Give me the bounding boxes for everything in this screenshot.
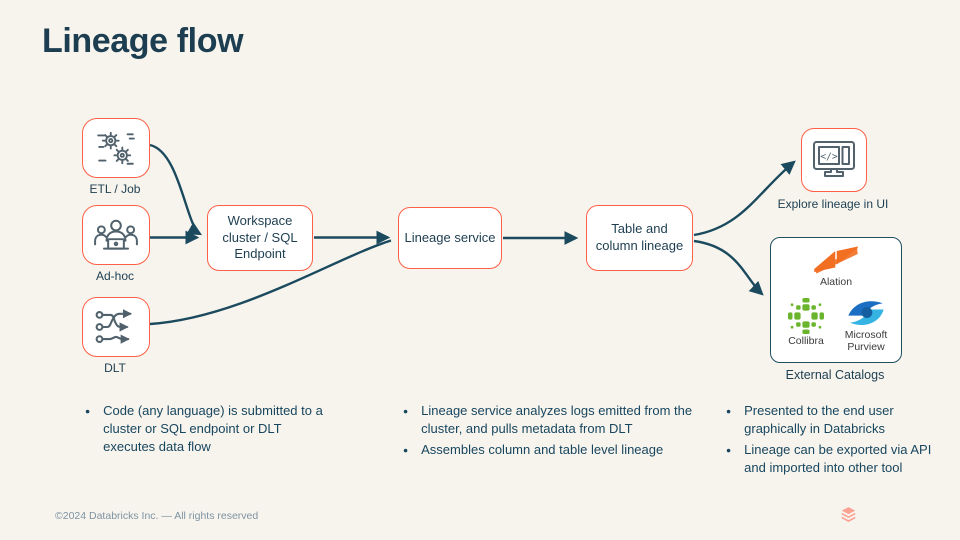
- monitor-code-icon: </>: [813, 141, 855, 177]
- external-catalogs-box: Alation Collibra: [770, 237, 902, 363]
- adhoc-box: [82, 205, 150, 265]
- bullets-column-3: Presented to the end user graphically in…: [726, 402, 954, 477]
- purview-label: Microsoft Purview: [844, 329, 888, 354]
- databricks-logo-icon: [841, 507, 856, 522]
- people-laptop-icon: [94, 219, 138, 250]
- arrow-table-to-explore: [693, 160, 796, 237]
- bullet-item: Assembles column and table level lineage: [403, 441, 698, 459]
- dlt-box: [82, 297, 150, 357]
- table-column-lineage-box: Table and column lineage: [586, 205, 693, 271]
- code-glyph: </>: [820, 152, 837, 163]
- workspace-cluster-box: Workspace cluster / SQL Endpoint: [207, 205, 313, 271]
- bullet-text: Presented to the end user graphically in…: [744, 403, 894, 436]
- etl-job-label: ETL / Job: [89, 182, 141, 196]
- explore-lineage-label: Explore lineage in UI: [777, 197, 889, 211]
- gears-icon: [97, 131, 135, 165]
- dlt-label: DLT: [104, 361, 126, 375]
- bullet-item: Lineage service analyzes logs emitted fr…: [403, 402, 698, 438]
- bullet-item: Lineage can be exported via API and impo…: [726, 441, 954, 477]
- bullet-text: Code (any language) is submitted to a cl…: [103, 403, 323, 454]
- alation-logo-icon: [814, 246, 858, 274]
- lineage-service-box: Lineage service: [398, 207, 502, 269]
- bullet-text: Lineage service analyzes logs emitted fr…: [421, 403, 693, 436]
- bullet-item: Code (any language) is submitted to a cl…: [85, 402, 337, 456]
- microsoft-purview-logo-icon: [848, 301, 884, 325]
- page-title: Lineage flow: [42, 22, 244, 60]
- bullets-column-1: Code (any language) is submitted to a cl…: [85, 402, 337, 456]
- adhoc-label: Ad-hoc: [95, 269, 135, 283]
- purview-block: Microsoft Purview: [835, 298, 897, 353]
- bullet-item: Presented to the end user graphically in…: [726, 402, 954, 438]
- copyright-footer: ©2024 Databricks Inc. — All rights reser…: [55, 510, 259, 522]
- explore-lineage-box: </>: [801, 128, 867, 192]
- arrow-table-to-catalogs: [693, 239, 764, 296]
- pipeline-arrows-icon: [95, 309, 133, 344]
- etl-job-box: [82, 118, 150, 178]
- arrow-dlt-merge: [149, 239, 392, 326]
- external-catalogs-label: External Catalogs: [785, 368, 885, 382]
- bullet-text: Assembles column and table level lineage: [421, 441, 664, 457]
- bullet-text: Lineage can be exported via API and impo…: [744, 441, 932, 475]
- arrow-etl-to-workspace: [149, 143, 203, 236]
- collibra-logo-icon: [788, 298, 824, 334]
- alation-label: Alation: [819, 276, 853, 288]
- alation-block: Alation: [771, 245, 901, 288]
- bullets-column-2: Lineage service analyzes logs emitted fr…: [403, 402, 698, 459]
- collibra-block: Collibra: [779, 298, 833, 347]
- collibra-label: Collibra: [788, 335, 824, 347]
